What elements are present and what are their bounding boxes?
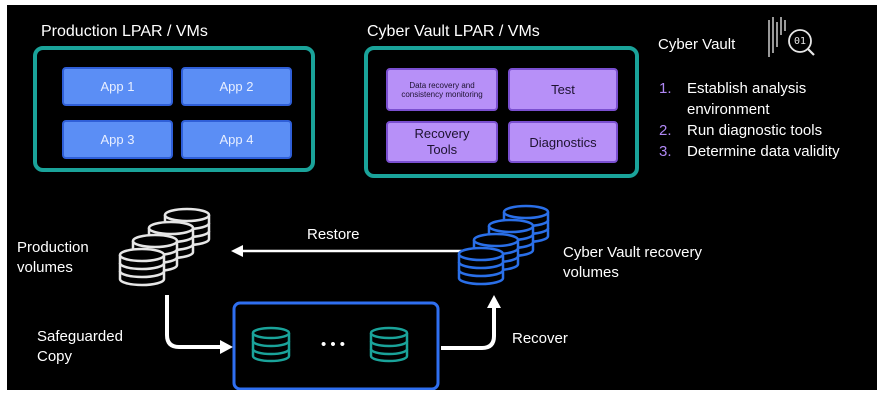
safeguarded-copy-label: Safeguarded Copy [37, 328, 123, 365]
production-title: Production LPAR / VMs [41, 23, 208, 40]
legend-steps: 1. Establish analysis environment 2. Run… [659, 78, 840, 162]
cyber-vault-title: Cyber Vault LPAR / VMs [367, 23, 540, 40]
safeguarded-db-2-icon [369, 326, 409, 363]
restore-arrowhead [231, 245, 243, 257]
app-2-tile: App 2 [181, 67, 292, 106]
production-volumes-icon [118, 207, 211, 287]
test-tile: Test [508, 68, 618, 111]
safeguarded-copy-arrowhead [220, 340, 233, 354]
cyber-vault-diagram: Production LPAR / VMs App 1 App 2 App 3 … [7, 5, 877, 390]
recover-label: Recover [512, 330, 568, 347]
safeguarded-copy-arrow [165, 295, 221, 349]
app-1-tile: App 1 [62, 67, 173, 106]
diagnostics-tile: Diagnostics [508, 121, 618, 163]
data-recovery-tile: Data recovery and consistency monitoring [386, 68, 498, 111]
recover-arrow [441, 307, 496, 350]
step-2: 2. Run diagnostic tools [659, 122, 823, 139]
production-volumes-label: Production volumes [17, 239, 89, 276]
legend-title: Cyber Vault [658, 36, 736, 53]
legend-icon-text: 01 [793, 36, 807, 47]
safeguarded-ellipsis: • • • [320, 335, 346, 353]
cyber-vault-panel: Data recovery and consistency monitoring… [364, 46, 639, 178]
production-panel: App 1 App 2 App 3 App 4 [33, 46, 315, 172]
recovery-tools-tile: Recovery Tools [386, 121, 498, 163]
app-4-tile: App 4 [181, 120, 292, 159]
recovery-volumes-icon [457, 204, 550, 286]
restore-label: Restore [307, 226, 360, 243]
recovery-volumes-label: Cyber Vault recovery volumes [563, 244, 702, 281]
app-3-tile: App 3 [62, 120, 173, 159]
step-3: 3. Determine data validity [659, 143, 840, 160]
recover-arrowhead [487, 295, 501, 308]
safeguarded-db-1-icon [251, 326, 291, 363]
step-1: 1. Establish analysis environment [659, 80, 807, 118]
